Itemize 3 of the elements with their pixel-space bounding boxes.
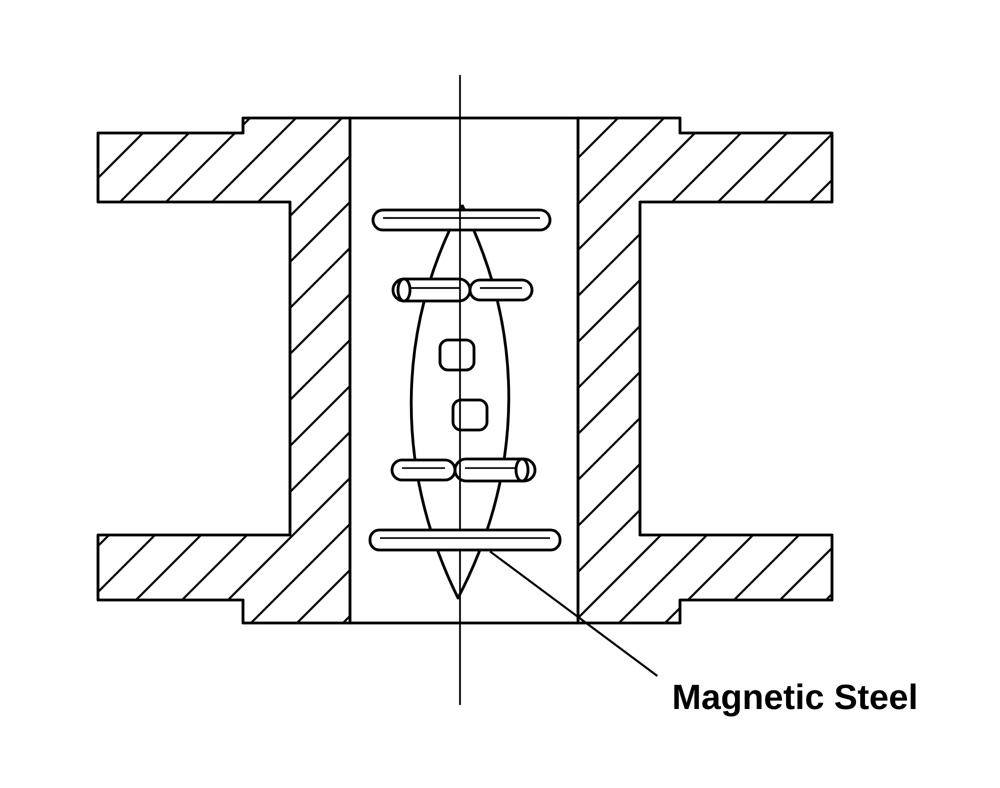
- leader-line: [489, 550, 658, 677]
- magnetic-bar: [368, 528, 562, 552]
- label-text: Magnetic Steel: [674, 684, 916, 716]
